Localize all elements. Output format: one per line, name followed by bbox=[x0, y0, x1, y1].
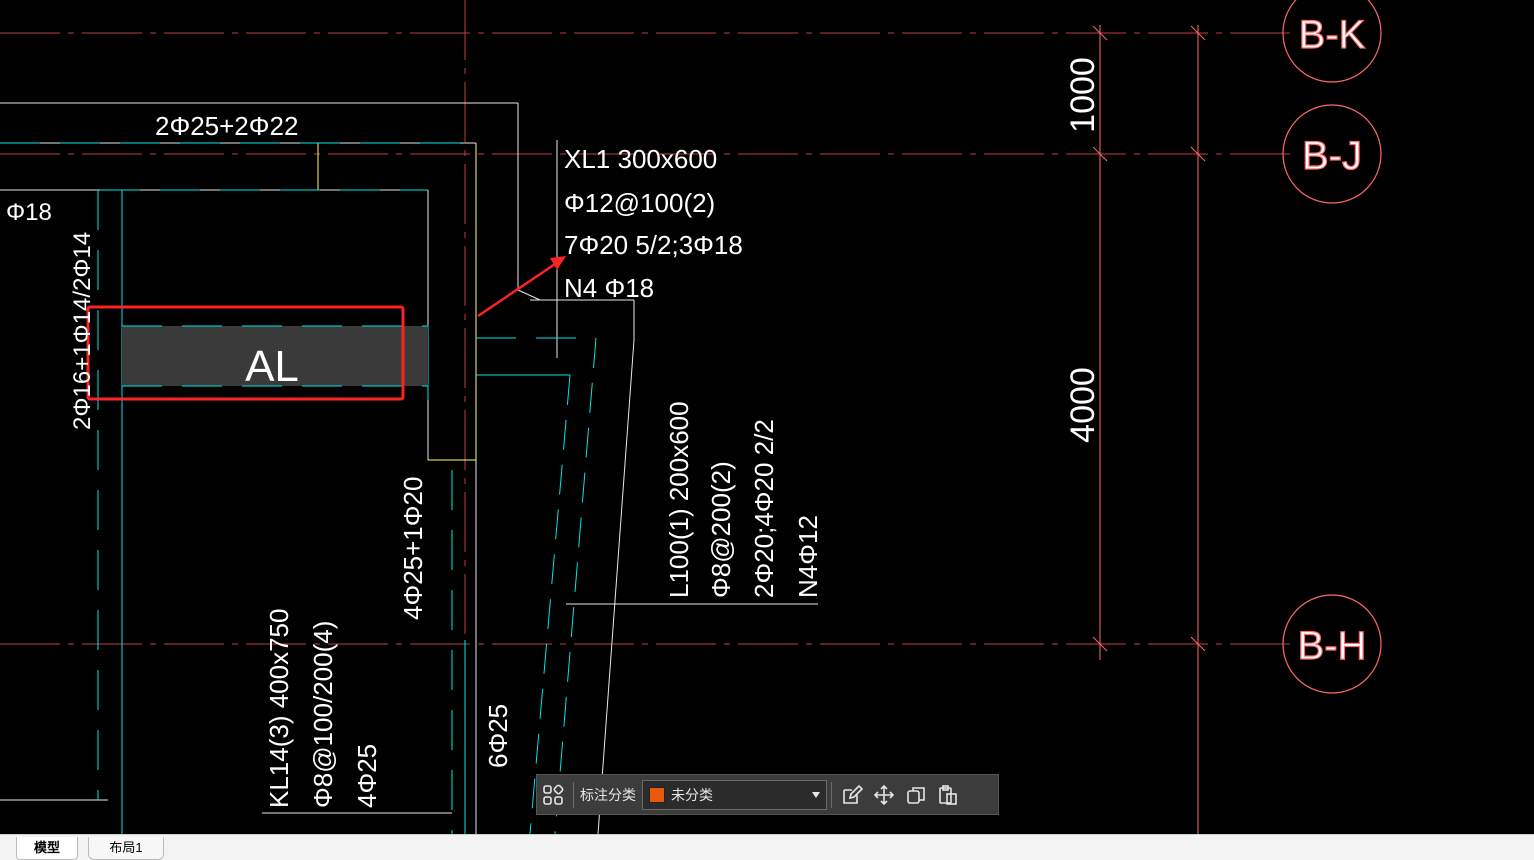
edit-icon[interactable] bbox=[836, 779, 868, 811]
grid-bubble-bh: B-H bbox=[1282, 594, 1382, 694]
category-value: 未分类 bbox=[671, 786, 713, 803]
col-label-a: 4Φ25+1Φ20 bbox=[398, 477, 428, 620]
svg-text:L100(1) 200x600: L100(1) 200x600 bbox=[664, 401, 694, 598]
al-label: AL bbox=[245, 342, 299, 391]
yellow-outline bbox=[317, 143, 477, 461]
cad-drawing-canvas[interactable]: B-K B-J B-H 1000 4000 bbox=[0, 0, 1534, 834]
svg-text:Φ8@100/200(4): Φ8@100/200(4) bbox=[308, 621, 338, 808]
layout-tab-bar: 模型 布局1 bbox=[0, 834, 1534, 860]
paste-icon[interactable] bbox=[932, 779, 964, 811]
copy-icon[interactable] bbox=[900, 779, 932, 811]
al-beam-fill bbox=[122, 326, 428, 386]
dimension-1000: 1000 bbox=[1064, 57, 1102, 133]
col-label-b: 6Φ25 bbox=[483, 704, 513, 768]
svg-text:XL1 300x600: XL1 300x600 bbox=[564, 144, 717, 174]
grid-apps-icon[interactable] bbox=[537, 779, 569, 811]
svg-text:N4Φ12: N4Φ12 bbox=[793, 515, 823, 598]
beam-top-label: 2Φ25+2Φ22 bbox=[155, 111, 298, 141]
beam-outlines bbox=[0, 102, 818, 834]
cad-drawing: B-K B-J B-H 1000 4000 bbox=[0, 0, 1382, 834]
grid-bubble-bk: B-K bbox=[1282, 0, 1382, 83]
annotation-category-label: 标注分类 bbox=[580, 786, 636, 803]
category-color-swatch bbox=[649, 786, 665, 803]
svg-text:KL14(3) 400x750: KL14(3) 400x750 bbox=[264, 609, 294, 808]
svg-text:B-J: B-J bbox=[1302, 134, 1362, 178]
dimension-4000: 4000 bbox=[1064, 367, 1102, 443]
svg-text:Φ12@100(2): Φ12@100(2) bbox=[564, 188, 715, 218]
svg-text:4Φ25: 4Φ25 bbox=[352, 744, 382, 808]
highlight-box[interactable] bbox=[86, 305, 405, 401]
red-arrow bbox=[477, 256, 566, 318]
xl1-annotation: XL1 300x600 Φ12@100(2) 7Φ20 5/2;3Φ18 N4 … bbox=[564, 144, 743, 303]
category-dropdown[interactable]: 未分类 bbox=[642, 779, 827, 810]
svg-text:N4 Φ18: N4 Φ18 bbox=[564, 273, 654, 303]
annotation-toolbar: 标注分类 未分类 bbox=[536, 774, 999, 815]
kl14-annotation: KL14(3) 400x750 Φ8@100/200(4) 4Φ25 bbox=[264, 609, 382, 808]
dimension-lines bbox=[1092, 25, 1206, 834]
left-label-a: Φ18 bbox=[6, 199, 52, 226]
tab-model[interactable]: 模型 bbox=[16, 837, 78, 860]
svg-text:B-K: B-K bbox=[1299, 13, 1366, 57]
l100-annotation: L100(1) 200x600 Φ8@200(2) 2Φ20;4Φ20 2/2 … bbox=[664, 401, 823, 598]
tab-layout1[interactable]: 布局1 bbox=[88, 837, 164, 860]
svg-text:B-H: B-H bbox=[1298, 624, 1367, 668]
svg-text:2Φ20;4Φ20 2/2: 2Φ20;4Φ20 2/2 bbox=[749, 419, 779, 598]
svg-text:Φ8@200(2): Φ8@200(2) bbox=[706, 461, 736, 598]
grid-bubble-bj: B-J bbox=[1282, 104, 1382, 204]
cyan-beam-lines bbox=[0, 142, 597, 834]
chevron-down-icon bbox=[812, 791, 820, 798]
toolbar-separator bbox=[573, 781, 574, 808]
toolbar-separator bbox=[831, 781, 832, 808]
left-label-b: 2Φ16+1Φ14/2Φ14 bbox=[69, 232, 96, 430]
move-icon[interactable] bbox=[868, 779, 900, 811]
svg-text:7Φ20 5/2;3Φ18: 7Φ20 5/2;3Φ18 bbox=[564, 230, 743, 260]
